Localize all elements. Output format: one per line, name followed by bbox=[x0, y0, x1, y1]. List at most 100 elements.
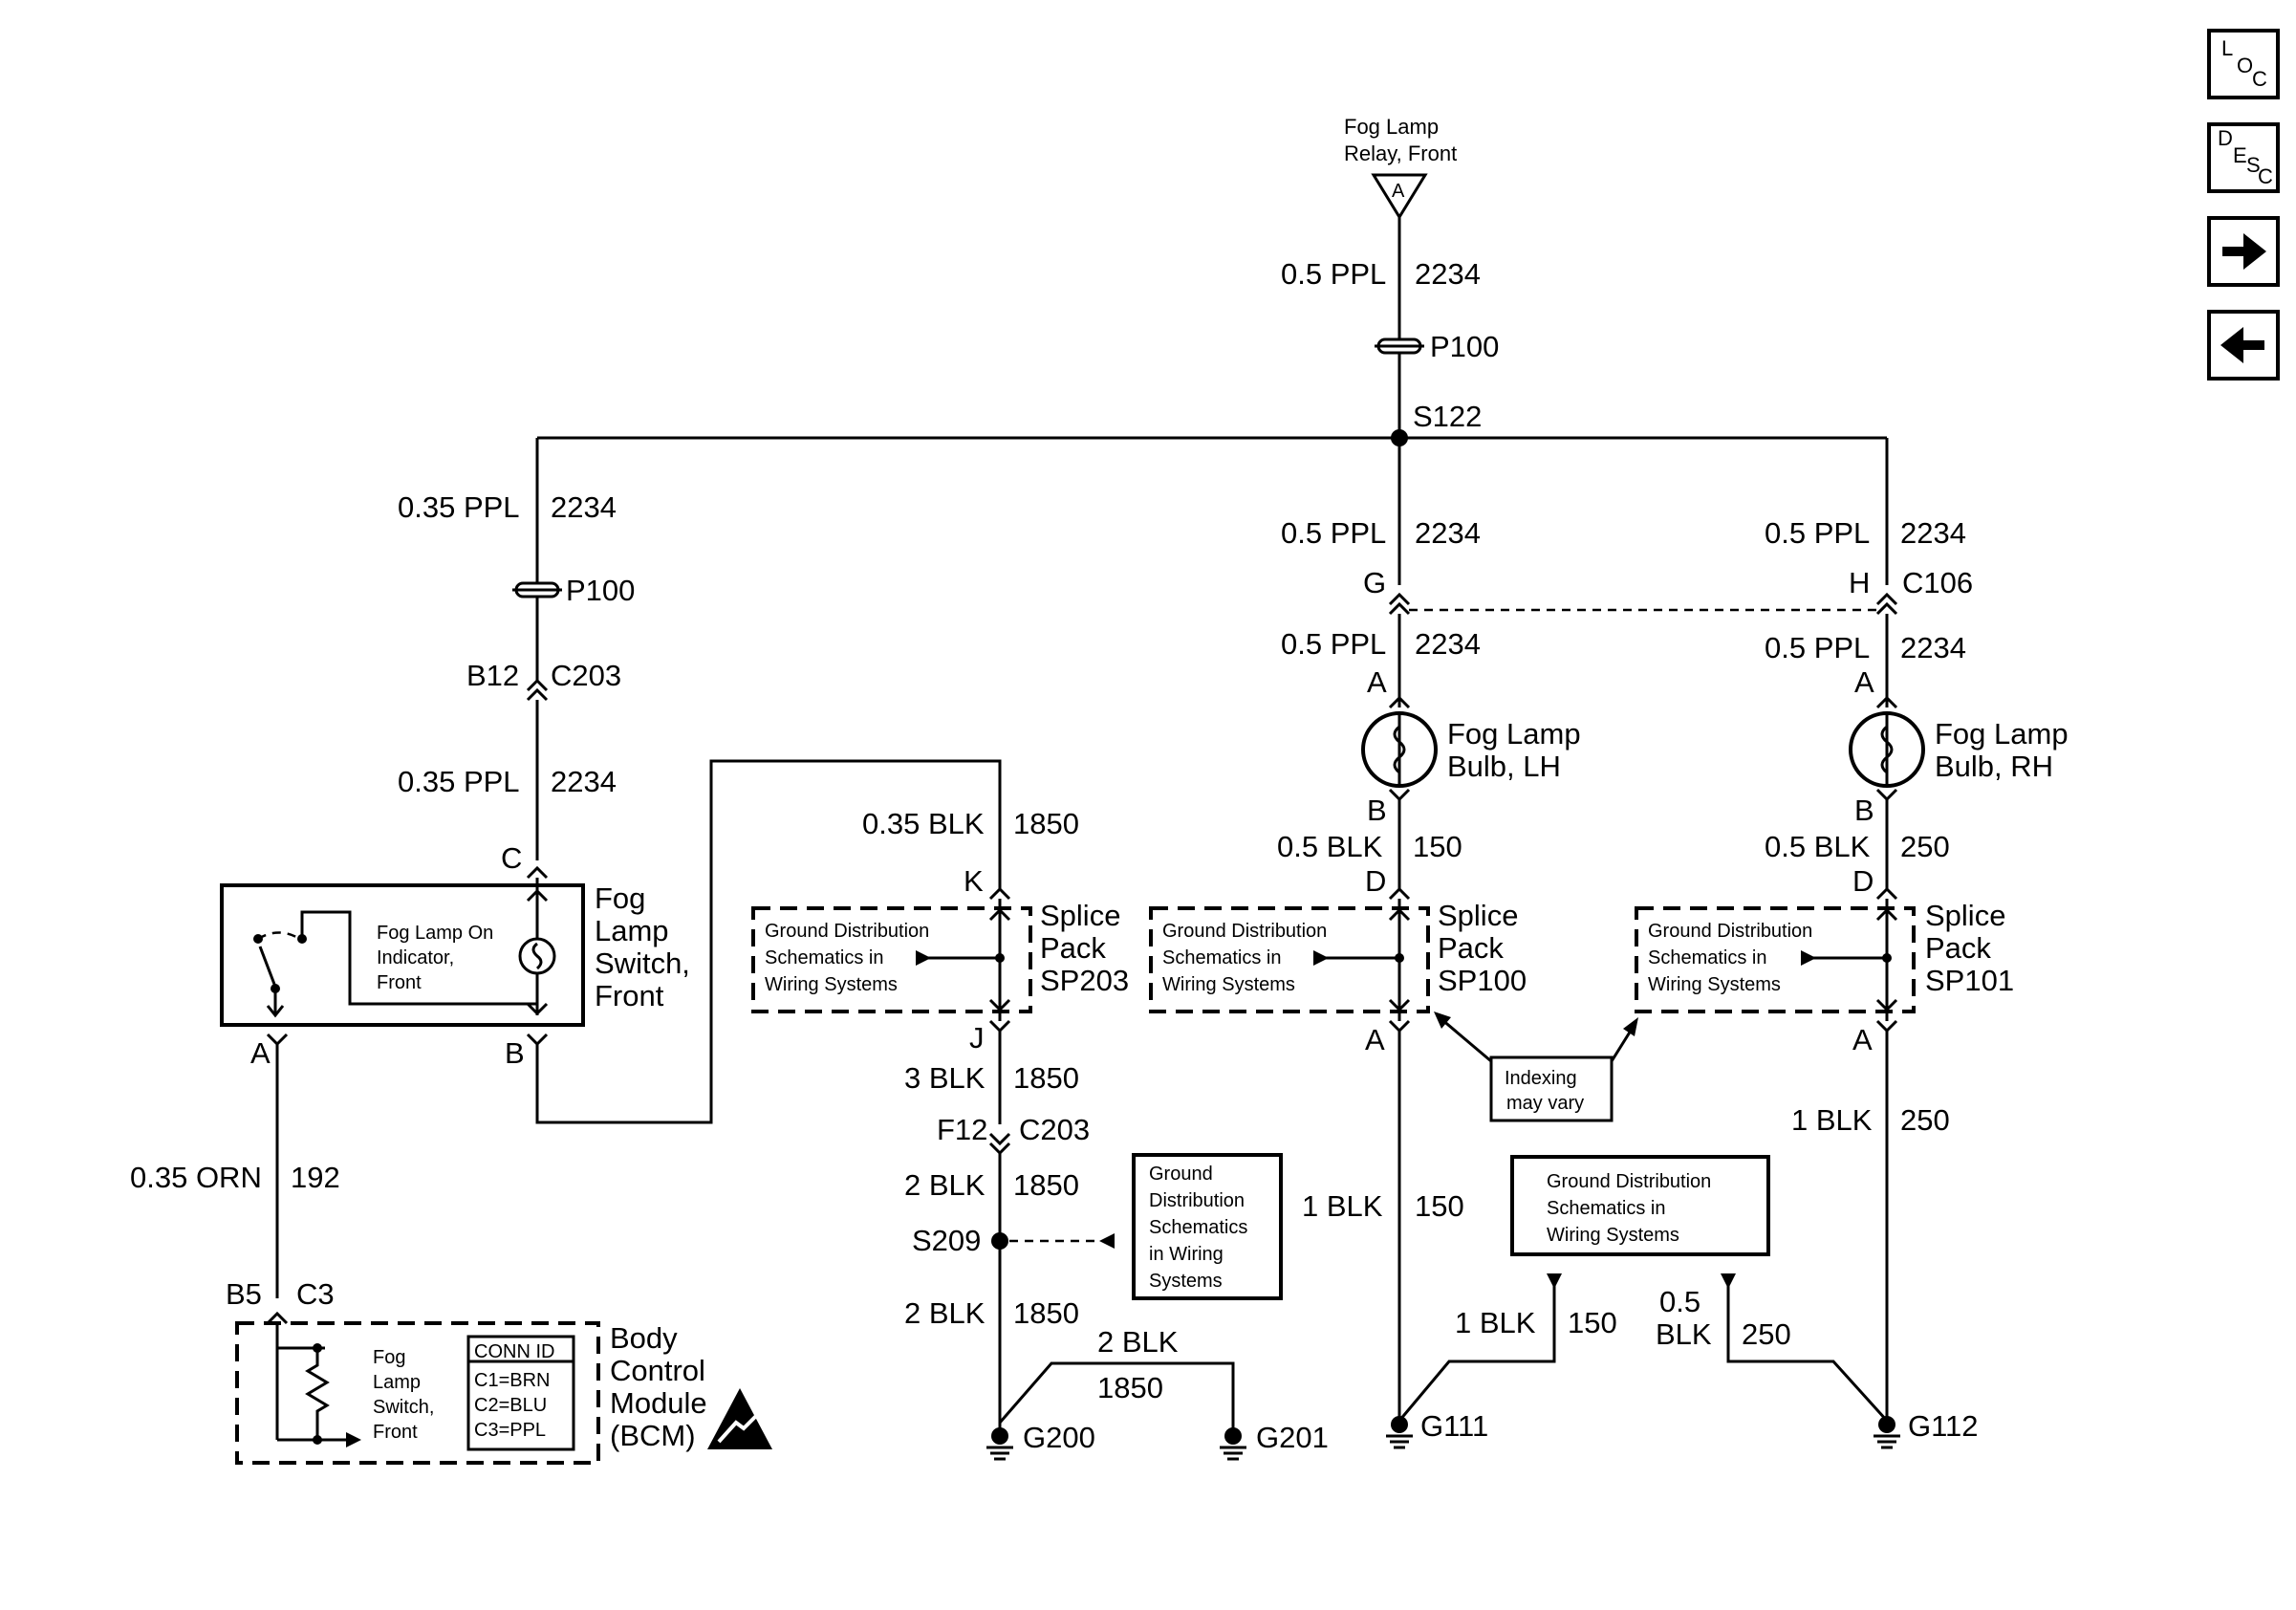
left-wire1-gauge: 0.35 PPL bbox=[398, 490, 520, 524]
conn-id-box bbox=[466, 1335, 575, 1451]
c203-lower-connector-symbol bbox=[988, 1132, 1011, 1156]
bcm-label-2: Control bbox=[610, 1354, 705, 1387]
esd-warning-icon bbox=[707, 1388, 772, 1449]
bcm-conn-c3: C3 bbox=[296, 1277, 335, 1311]
rh-bulb-label-1: Fog Lamp bbox=[1935, 717, 2069, 751]
arrow-left-icon bbox=[2220, 327, 2264, 363]
orn-wire-circuit: 192 bbox=[291, 1161, 340, 1194]
bcm-inner-2: Lamp bbox=[373, 1372, 421, 1393]
bcm-inner-4: Front bbox=[373, 1422, 418, 1443]
switch-label-4: Front bbox=[595, 979, 664, 1012]
rh-wire3-circuit: 250 bbox=[1900, 830, 1950, 863]
loc-letter-o: O bbox=[2237, 54, 2253, 77]
switch-pin-c: C bbox=[501, 841, 522, 875]
ground-g111-icon bbox=[1386, 1416, 1413, 1449]
conn-id-c1: C1=BRN bbox=[474, 1370, 550, 1391]
s209-gd-3: Schematics bbox=[1149, 1217, 1247, 1238]
lh-wire2-circuit: 2234 bbox=[1415, 627, 1481, 661]
sp101-label-3: SP101 bbox=[1925, 964, 2014, 997]
ground-g200-label: G200 bbox=[1023, 1421, 1095, 1454]
rh-wire2-gauge: 0.5 PPL bbox=[1765, 631, 1870, 664]
rh-bulb-label-2: Bulb, RH bbox=[1935, 750, 2053, 783]
bcm-internal: Fog Lamp Switch, Front CONN ID C1=BRN C2… bbox=[275, 1323, 575, 1451]
left-wire1-circuit: 2234 bbox=[551, 490, 617, 524]
rh-pin-d: D bbox=[1852, 864, 1874, 898]
lh-wire1-gauge: 0.5 PPL bbox=[1281, 516, 1386, 550]
wire-1850-g201 bbox=[998, 1361, 1235, 1436]
c203-connector-symbol bbox=[526, 678, 549, 702]
rh-wire4-circuit: 250 bbox=[1900, 1103, 1950, 1137]
left-wire2-circuit: 2234 bbox=[551, 765, 617, 798]
loc-button[interactable]: L O C bbox=[2207, 29, 2280, 99]
ground-g112-icon bbox=[1874, 1416, 1900, 1449]
desc-letter-s: S bbox=[2246, 153, 2261, 177]
lh-bulb-label-2: Bulb, LH bbox=[1447, 750, 1561, 783]
desc-letter-e: E bbox=[2233, 143, 2247, 167]
lh-bulb-label-1: Fog Lamp bbox=[1447, 717, 1581, 751]
sp203-box bbox=[751, 906, 1032, 1013]
fog-lamp-switch: Fog Lamp On Indicator, Front bbox=[253, 878, 556, 1018]
loc-letter-l: L bbox=[2221, 36, 2233, 60]
rh-wire5-gauge-1: 0.5 bbox=[1659, 1285, 1700, 1318]
relay-front: Fog Lamp Relay, Front A bbox=[1344, 115, 1457, 220]
lh-pin-d: D bbox=[1365, 864, 1386, 898]
rh-c106-label: C106 bbox=[1902, 566, 1973, 599]
relay-label-1: Fog Lamp bbox=[1344, 115, 1439, 139]
resistor-icon bbox=[305, 1348, 330, 1440]
sp203-gd-2: Schematics in bbox=[765, 947, 884, 968]
indicator-label-2: Indicator, bbox=[377, 947, 454, 968]
top-wire-circuit: 2234 bbox=[1415, 257, 1481, 291]
rh-wire2-circuit: 2234 bbox=[1900, 631, 1966, 664]
sp203-pin-k: K bbox=[964, 864, 984, 898]
bcm-box bbox=[235, 1321, 600, 1465]
splice-s122-label: S122 bbox=[1413, 400, 1482, 433]
bcm-label-1: Body bbox=[610, 1321, 678, 1355]
p100-top-connector bbox=[1373, 337, 1426, 355]
lh-wire4-gauge: 1 BLK bbox=[1302, 1189, 1383, 1223]
sp100-gd-2: Schematics in bbox=[1162, 947, 1282, 968]
sp203-out-gauge: 3 BLK bbox=[904, 1061, 986, 1095]
fog-lamp-switch-box bbox=[220, 883, 585, 1027]
sp100-box bbox=[1149, 906, 1430, 1013]
relay-label-2: Relay, Front bbox=[1344, 141, 1457, 165]
sp101-gd-1: Ground Distribution bbox=[1648, 921, 1812, 942]
sp203-label-2: Pack bbox=[1040, 931, 1106, 965]
rh-pin-a: A bbox=[1854, 665, 1874, 699]
switch-pin-a: A bbox=[250, 1036, 271, 1070]
wire-1850-switch bbox=[535, 759, 1002, 1124]
lh-pin-b: B bbox=[1367, 794, 1387, 827]
loc-letter-c: C bbox=[2252, 67, 2267, 91]
desc-letter-c: C bbox=[2258, 164, 2273, 188]
rh-wire5-gauge-2: BLK bbox=[1656, 1317, 1712, 1351]
lh-wire4-circuit: 150 bbox=[1415, 1189, 1464, 1223]
sp100-gd-3: Wiring Systems bbox=[1162, 974, 1295, 995]
lh-pin-a2: A bbox=[1365, 1023, 1385, 1056]
sp101-label-2: Pack bbox=[1925, 931, 1991, 965]
sp101-gd-2: Schematics in bbox=[1648, 947, 1767, 968]
bottom-gd-1: Ground Distribution bbox=[1547, 1171, 1711, 1192]
p100-left-connector bbox=[510, 581, 564, 598]
lh-wire5-circuit: 150 bbox=[1568, 1306, 1617, 1339]
lh-pin-a: A bbox=[1367, 665, 1387, 699]
left-c203-label: C203 bbox=[551, 659, 621, 692]
conn-id-c3: C3=PPL bbox=[474, 1420, 546, 1441]
relay-connector-triangle bbox=[1371, 173, 1428, 220]
top-wire-gauge: 0.5 PPL bbox=[1281, 257, 1386, 291]
rh-pin-h: H bbox=[1849, 566, 1870, 599]
g201-wire-gauge: 2 BLK bbox=[1097, 1325, 1179, 1359]
bcm-label-3: Module bbox=[610, 1386, 707, 1420]
s209-out-gauge: 2 BLK bbox=[904, 1296, 986, 1330]
back-button[interactable] bbox=[2207, 310, 2280, 381]
sp101-label-1: Splice bbox=[1925, 899, 2005, 932]
conn-id-header: CONN ID bbox=[474, 1341, 554, 1362]
s209-in-gauge: 2 BLK bbox=[904, 1168, 986, 1202]
desc-button[interactable]: D E S C bbox=[2207, 122, 2280, 193]
splice-s209 bbox=[991, 1232, 1008, 1250]
left-connector-label: P100 bbox=[566, 574, 635, 607]
forward-button[interactable] bbox=[2207, 216, 2280, 287]
s209-gd-4: in Wiring bbox=[1149, 1244, 1224, 1265]
left-wire2-gauge: 0.35 PPL bbox=[398, 765, 520, 798]
bottom-gd-2: Schematics in bbox=[1547, 1198, 1666, 1219]
lh-wire2-gauge: 0.5 PPL bbox=[1281, 627, 1386, 661]
